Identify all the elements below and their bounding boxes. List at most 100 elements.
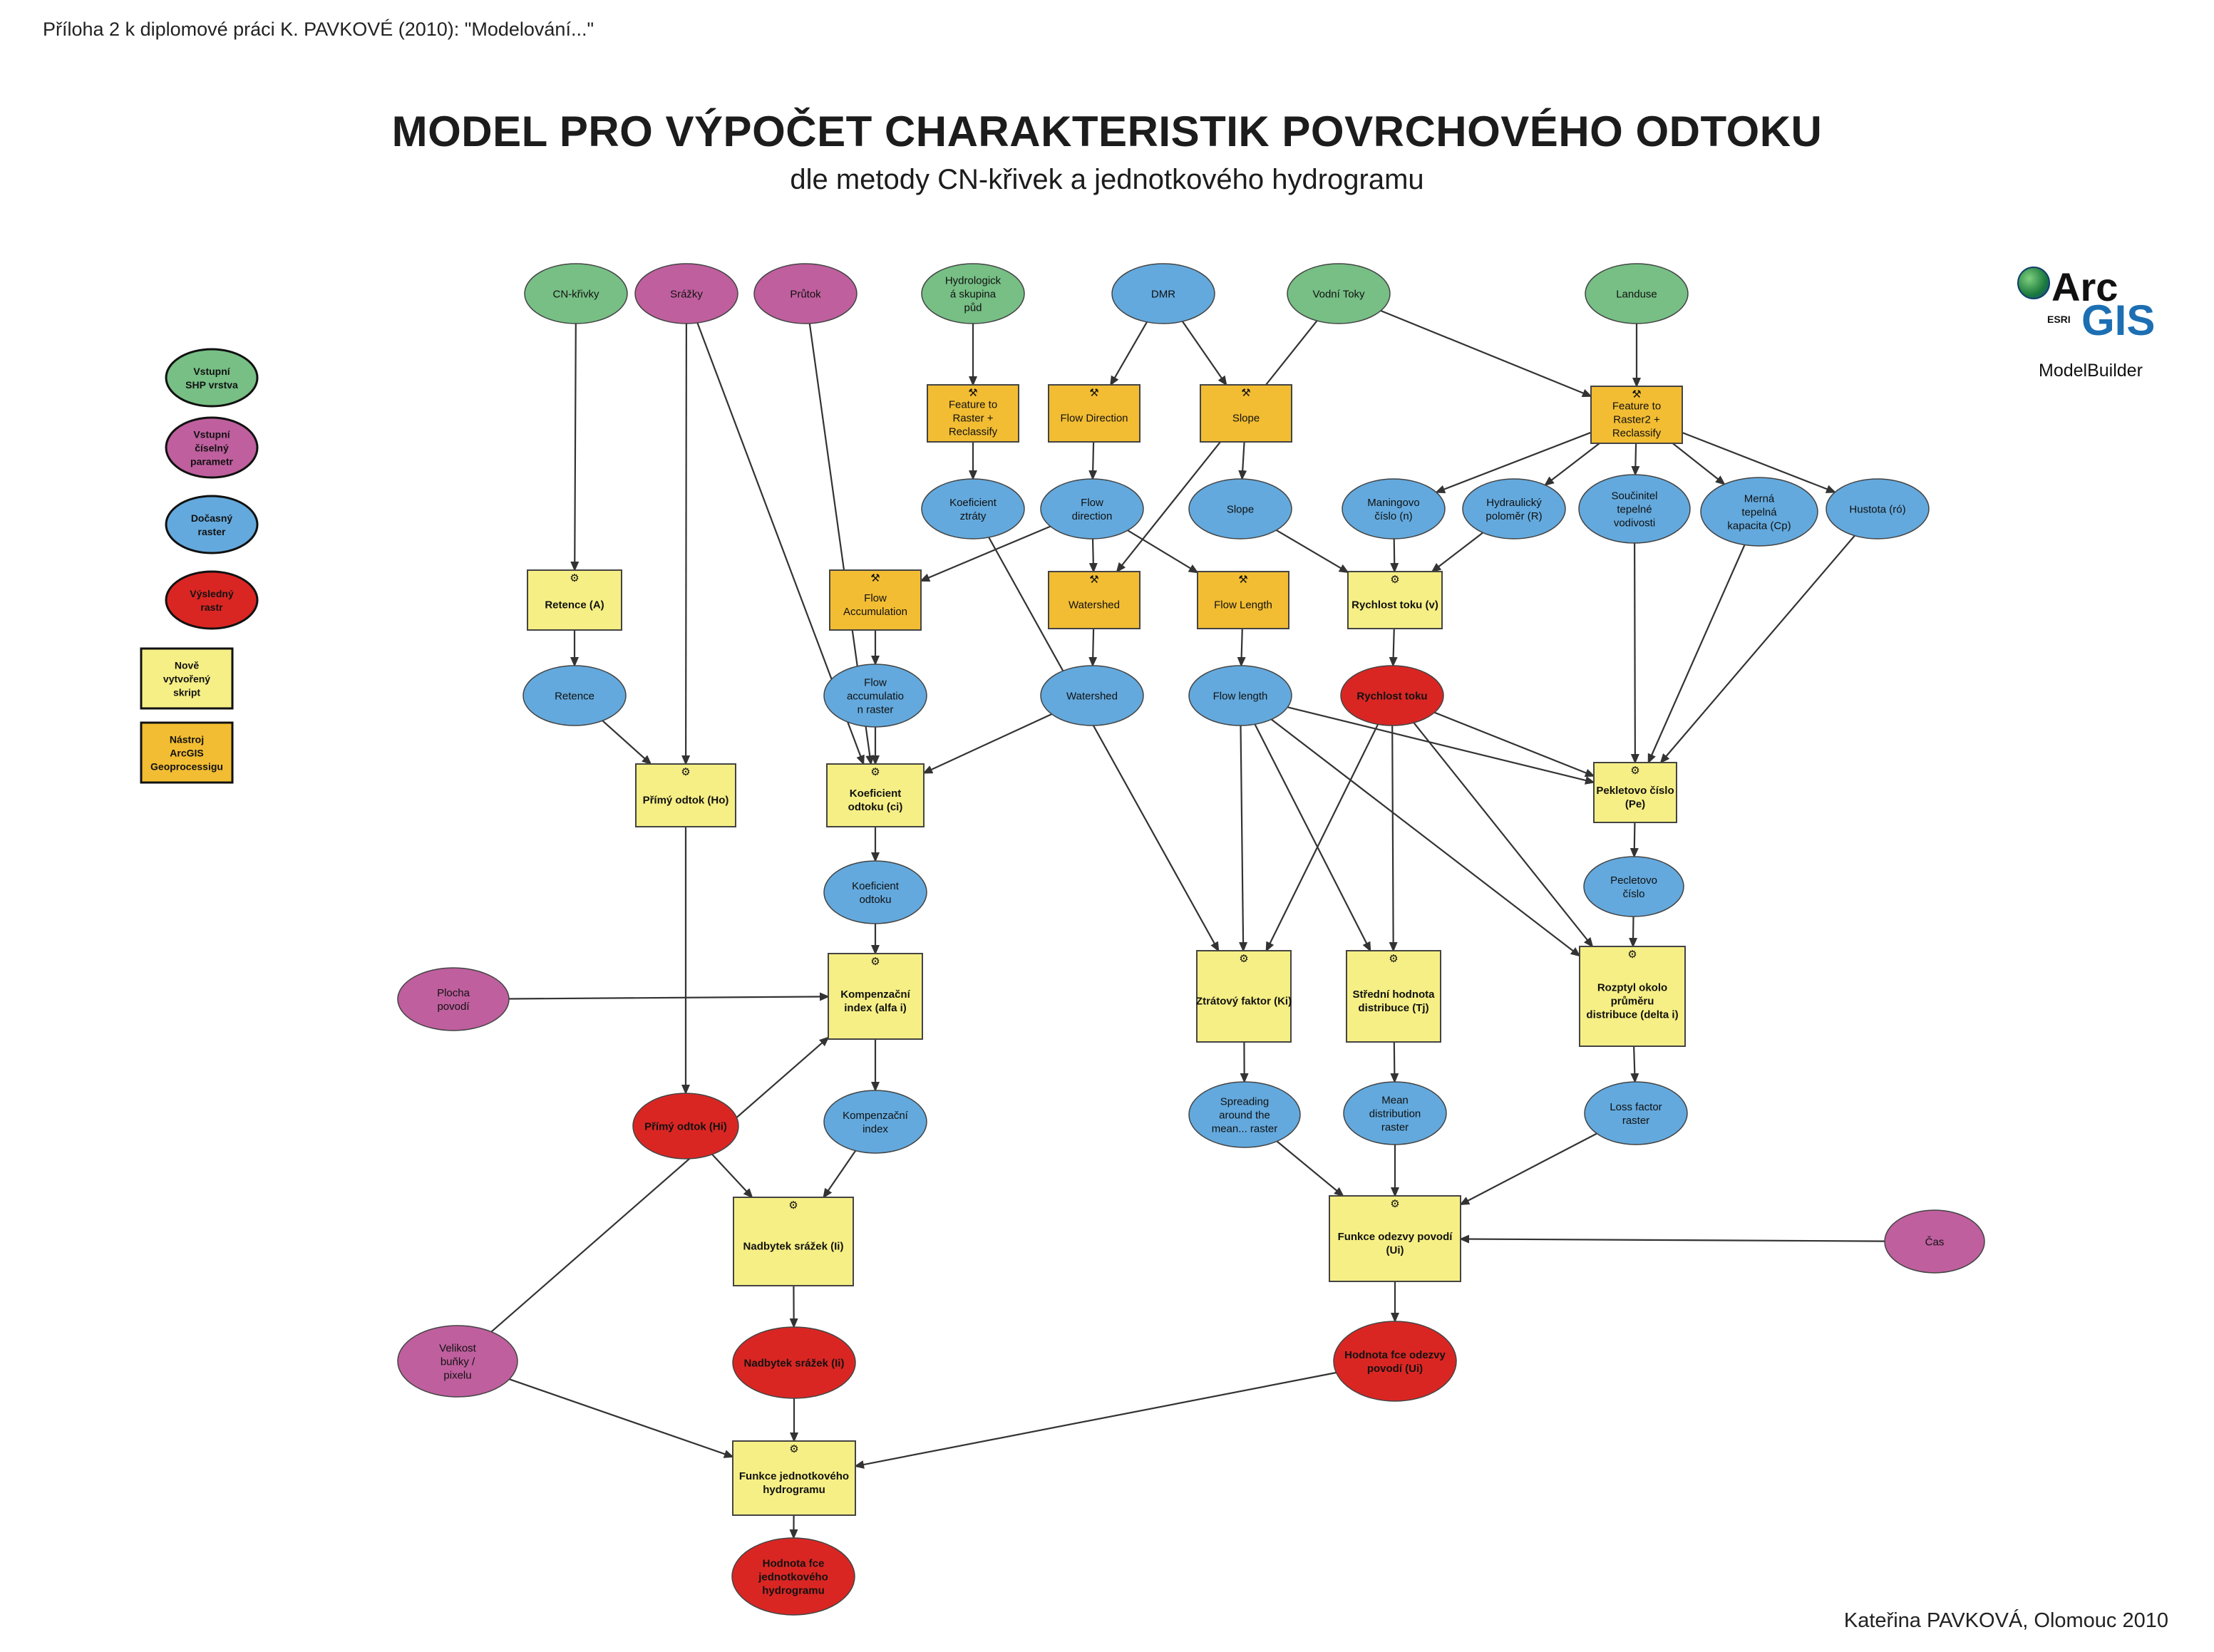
node-retence-shape bbox=[522, 665, 627, 726]
edge-flowdir-to-flowacc_t bbox=[920, 525, 1051, 582]
node-flowlen_t[interactable]: ⚒Flow Length bbox=[1197, 571, 1289, 629]
edge-flowlen-to-ztrat_t bbox=[1239, 725, 1248, 952]
node-komp-label-1: index bbox=[863, 1123, 888, 1135]
script-icon: ⚙ bbox=[1627, 949, 1637, 961]
legend-temp-label-1: raster bbox=[198, 526, 226, 537]
script-icon: ⚙ bbox=[1389, 953, 1398, 965]
node-koef_odt_t-label-0: Koeficient bbox=[850, 788, 902, 800]
node-nadbytek_t[interactable]: ⚙Nadbytek srážek (Ii) bbox=[733, 1197, 854, 1286]
node-watershed[interactable]: Watershed bbox=[1040, 665, 1144, 726]
node-flowlen_t-label-0: Flow Length bbox=[1214, 599, 1272, 611]
node-rychlost[interactable]: Rychlost toku bbox=[1340, 665, 1444, 726]
node-funkce_jed_t-label-1: hydrogramu bbox=[763, 1484, 825, 1496]
node-funkce_odezvy_t[interactable]: ⚙Funkce odezvy povodí(Ui) bbox=[1329, 1195, 1461, 1282]
node-watershed_t[interactable]: ⚒Watershed bbox=[1048, 571, 1141, 629]
node-slope-shape bbox=[1188, 478, 1292, 540]
legend-result-shape bbox=[165, 570, 259, 630]
node-nadbytek[interactable]: Nadbytek srážek (Ii) bbox=[732, 1326, 856, 1399]
node-cas-shape bbox=[1884, 1209, 1985, 1274]
node-merna-shape bbox=[1700, 477, 1818, 547]
edge-rozptyl_t-to-loss bbox=[1630, 1046, 1639, 1083]
node-cn[interactable]: CN-křivky bbox=[524, 263, 628, 324]
legend-shp-shape bbox=[165, 348, 259, 408]
node-slope[interactable]: Slope bbox=[1188, 478, 1292, 540]
node-ztrat_t[interactable]: ⚙Ztrátový faktor (Ki) bbox=[1196, 950, 1292, 1043]
node-primy_t[interactable]: ⚙Přímý odtok (Ho) bbox=[635, 763, 736, 827]
node-flowdir-label-1: direction bbox=[1072, 510, 1113, 522]
node-cas[interactable]: Čas bbox=[1884, 1209, 1985, 1274]
node-watershed_t-shape bbox=[1048, 571, 1141, 629]
logo-caption: ModelBuilder bbox=[2039, 361, 2143, 381]
node-hodnota_jed-label-0: Hodnota fce bbox=[763, 1557, 825, 1569]
node-primy[interactable]: Přímý odtok (Hi) bbox=[632, 1093, 739, 1160]
node-funkce_jed_t-label-0: Funkce jednotkového bbox=[739, 1470, 849, 1482]
node-flowlen_t-shape bbox=[1197, 571, 1289, 629]
node-vodni[interactable]: Vodní Toky bbox=[1287, 263, 1391, 324]
legend-param-shape bbox=[165, 416, 259, 479]
node-retence_t[interactable]: ⚙Retence (A) bbox=[527, 569, 622, 631]
edge-ftr2-to-merna bbox=[1672, 443, 1726, 485]
node-dmr[interactable]: DMR bbox=[1111, 263, 1215, 324]
node-ftr1-label-0: Feature to bbox=[949, 398, 997, 411]
node-koef_ztraty-label-0: Koeficient bbox=[949, 497, 997, 509]
node-srazky[interactable]: Srážky bbox=[634, 263, 738, 324]
node-slope_t[interactable]: ⚒Slope bbox=[1200, 384, 1292, 443]
node-maning-shape bbox=[1342, 478, 1446, 540]
edge-velikost-to-komp_t bbox=[490, 1036, 830, 1333]
node-rychlost_t[interactable]: ⚙Rychlost toku (v) bbox=[1347, 571, 1443, 629]
node-prutok[interactable]: Průtok bbox=[753, 263, 858, 324]
script-icon: ⚙ bbox=[1390, 574, 1399, 586]
arcgis-logo: Arc ESRI GIS ModelBuilder bbox=[2017, 257, 2181, 385]
node-merna-label-2: kapacita (Cp) bbox=[1727, 520, 1791, 532]
node-slope-label-0: Slope bbox=[1227, 503, 1254, 515]
node-retence[interactable]: Retence bbox=[522, 665, 627, 726]
node-hodnota_jed-label-1: jednotkového bbox=[758, 1571, 828, 1583]
node-ftr2-shape bbox=[1590, 386, 1683, 444]
legend-script-label-0: Nově bbox=[175, 659, 199, 671]
node-mean_dist-label-0: Mean bbox=[1381, 1094, 1409, 1106]
node-flowlen[interactable]: Flow length bbox=[1188, 665, 1292, 726]
legend-result-label-1: rastr bbox=[200, 602, 223, 613]
node-hydr_pol-label-0: Hydraulický bbox=[1486, 497, 1542, 509]
node-peklet_t[interactable]: ⚙Pekletovo číslo(Pe) bbox=[1593, 762, 1677, 823]
node-flowdir_t[interactable]: ⚒Flow Direction bbox=[1048, 384, 1141, 443]
hammer-icon: ⚒ bbox=[1632, 388, 1641, 401]
node-hustota[interactable]: Hustota (ró) bbox=[1826, 478, 1930, 540]
node-mean_dist-label-1: distribution bbox=[1369, 1108, 1421, 1120]
node-ftr1-shape bbox=[927, 384, 1019, 443]
node-landuse[interactable]: Landuse bbox=[1585, 263, 1689, 324]
node-ftr2-label-1: Raster2 + bbox=[1613, 413, 1660, 425]
node-stred_t-label-1: distribuce (Tj) bbox=[1358, 1002, 1428, 1014]
edge-slope-to-rychlost_t bbox=[1276, 529, 1349, 574]
node-velikost-shape bbox=[397, 1325, 518, 1398]
node-velikost-label-1: buňky / bbox=[441, 1356, 475, 1368]
